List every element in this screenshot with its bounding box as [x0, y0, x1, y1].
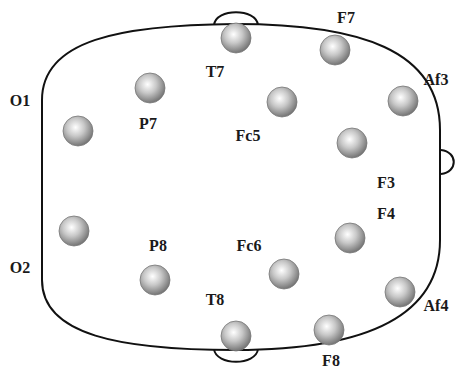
electrode-label: P7 — [139, 116, 157, 132]
electrode — [135, 73, 165, 103]
electrode-label: Af4 — [424, 298, 449, 314]
electrode-label: Af3 — [424, 72, 449, 88]
electrode — [221, 321, 251, 351]
electrode — [269, 259, 299, 289]
electrode-label: Fc6 — [237, 238, 262, 254]
electrode — [140, 265, 170, 295]
electrode-label: F3 — [377, 175, 395, 191]
electrode-label: T8 — [206, 292, 225, 308]
electrode-label: Fc5 — [236, 128, 261, 144]
nose — [441, 150, 454, 174]
electrode-label: O1 — [10, 93, 30, 109]
electrode-label: F8 — [322, 353, 340, 369]
electrode-label: T7 — [206, 64, 225, 80]
electrodes — [59, 23, 418, 351]
electrode-label: F7 — [337, 10, 355, 26]
electrode — [337, 128, 367, 158]
electrode — [385, 277, 415, 307]
head-outline — [42, 24, 440, 350]
electrode — [335, 223, 365, 253]
electrode — [388, 86, 418, 116]
electrode — [267, 87, 297, 117]
electrode — [314, 315, 344, 345]
electrode — [221, 23, 251, 53]
electrode-label: O2 — [10, 260, 30, 276]
electrode — [63, 116, 93, 146]
electrode-label: P8 — [149, 238, 167, 254]
electrode-label: F4 — [377, 206, 395, 222]
electrode — [320, 35, 350, 65]
electrode — [59, 216, 89, 246]
